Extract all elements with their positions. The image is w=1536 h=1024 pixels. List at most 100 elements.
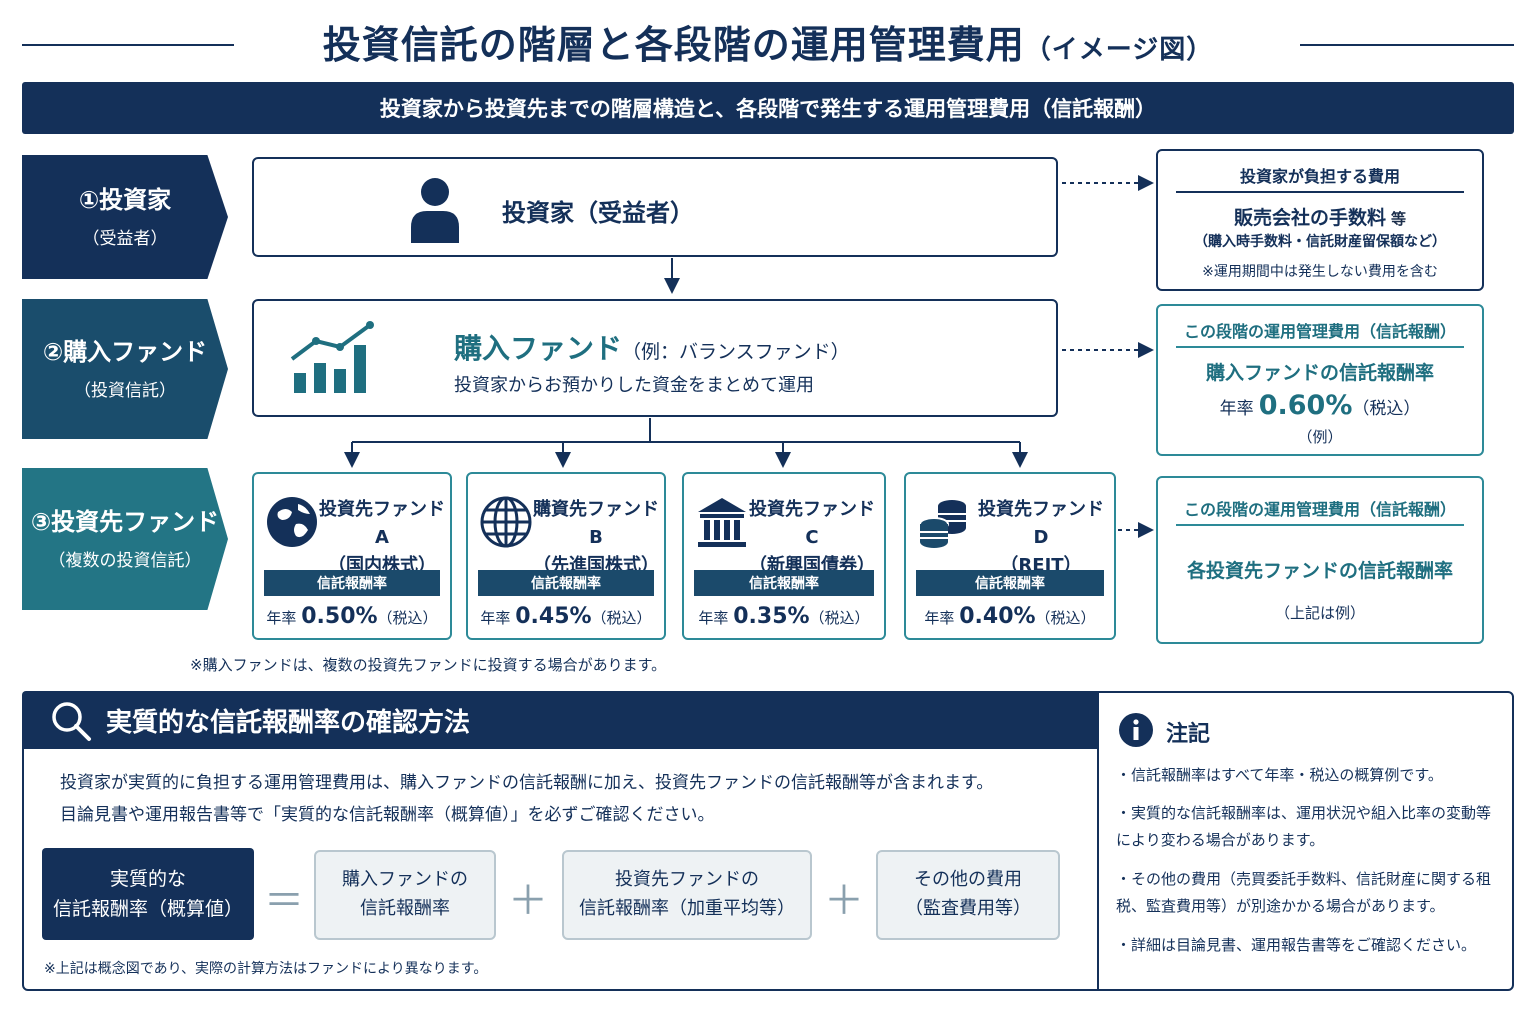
- investor-box: 投資家（受益者）: [252, 157, 1058, 257]
- sub-fund-d: 投資先ファンド D （REIT） 信託報酬率 年率 0.40%（税込）: [904, 472, 1116, 640]
- sub-fund-c: 投資先ファンド C （新興国債券） 信託報酬率 年率 0.35%（税込）: [682, 472, 886, 640]
- stage-investor-label: ①投資家 （受益者）: [22, 155, 228, 279]
- rate-prefix: 年率: [698, 609, 729, 627]
- globe-icon: [267, 497, 317, 547]
- formula-term-purchase-fund: 購入ファンドの 信託報酬率: [314, 850, 496, 940]
- cost-header: 投資家が負担する費用: [1176, 159, 1464, 193]
- cost-header: この段階の運用管理費用（信託報酬）: [1176, 492, 1464, 526]
- rate-suffix: （税込）: [809, 609, 870, 627]
- confirm-header: 実質的な信託報酬率の確認方法: [22, 691, 1098, 749]
- plus-sign: ＋: [824, 878, 864, 924]
- cost-header: この段階の運用管理費用（信託報酬）: [1176, 314, 1464, 348]
- connector-lines: [344, 175, 1154, 538]
- title-rule-right: [1300, 44, 1514, 46]
- subfund-cost-box: この段階の運用管理費用（信託報酬） 各投資先ファンドの信託報酬率 （上記は例）: [1156, 476, 1484, 644]
- rate-value: 0.40%: [959, 604, 1036, 629]
- magnifier-icon: [52, 702, 91, 741]
- sub-fund-name-block: 投資先ファンド C （新興国債券）: [744, 496, 880, 580]
- cost-note: （例）: [1297, 428, 1343, 446]
- rate-value: 0.35%: [733, 604, 810, 629]
- stage-label: ③投資先ファンド: [30, 507, 220, 536]
- person-icon: [411, 178, 459, 243]
- result-line-1: 実質的な: [109, 867, 186, 890]
- term-line-2: 信託報酬率: [360, 898, 450, 919]
- notes-title: 注記: [1166, 722, 1211, 747]
- fee-label-bar: 信託報酬率: [478, 570, 654, 596]
- rate-suffix: （税込）: [1035, 609, 1096, 627]
- investor-cost-box: 投資家が負担する費用 販売会社の手数料 等 （購入時手数料・信託財産留保額など）…: [1156, 149, 1484, 291]
- stage-fund-label: ②購入ファンド （投資信託）: [22, 299, 228, 439]
- title-sub: （イメージ図）: [1024, 35, 1214, 65]
- term-line-1: その他の費用: [914, 869, 1022, 891]
- stage-label: ②購入ファンド: [42, 337, 208, 366]
- sub-fund-a: 投資先ファンド A （国内株式） 信託報酬率 年率 0.50%（税込）: [252, 472, 452, 640]
- purchase-fund-box: 購入ファンド（例：バランスファンド） 投資家からお預かりした資金をまとめて運用: [252, 299, 1058, 417]
- cost-note: ※運用期間中は発生しない費用を含む: [1202, 264, 1438, 280]
- sub-fund-name: 投資先ファンド C: [749, 499, 875, 548]
- rate-suffix: （税込）: [377, 609, 438, 627]
- rate-value: 0.50%: [301, 604, 378, 629]
- rate-suffix: （税込）: [1352, 399, 1421, 419]
- confirm-text-1: 投資家が実質的に負担する運用管理費用は、購入ファンドの信託報酬に加え、投資先ファ…: [60, 773, 994, 793]
- note-item: ・信託報酬率はすべて年率・税込の概算例です。: [1116, 766, 1443, 784]
- info-icon: [1119, 713, 1153, 747]
- formula-term-subfund: 投資先ファンドの 信託報酬率（加重平均等）: [562, 850, 812, 940]
- sub-fund-name: 投資先ファンド A: [319, 499, 445, 548]
- title-rule-left: [22, 44, 234, 46]
- investor-label: 投資家（受益者）: [502, 199, 694, 227]
- section-divider: [1097, 691, 1099, 991]
- sub-fund-rate: 年率 0.45%（税込）: [468, 604, 664, 629]
- stage-sub: （受益者）: [82, 229, 168, 250]
- term-line-2: 信託報酬率（加重平均等）: [579, 898, 795, 919]
- fund-cost-box: この段階の運用管理費用（信託報酬） 購入ファンドの信託報酬率 年率 0.60%（…: [1156, 304, 1484, 456]
- cost-note: （上記は例）: [1274, 604, 1365, 622]
- fund-description: 投資家からお預かりした資金をまとめて運用: [454, 375, 814, 396]
- rate-prefix: 年率: [924, 609, 955, 627]
- confirm-title: 実質的な信託報酬率の確認方法: [106, 707, 471, 738]
- sub-fund-name-block: 投資先ファンド A （国内株式）: [318, 496, 446, 580]
- cost-main-suffix: 等: [1391, 210, 1407, 228]
- rate-prefix: 年率: [1219, 399, 1254, 419]
- sub-fund-b: 購資先ファンド B （先進国株式） 信託報酬率 年率 0.45%（税込）: [466, 472, 666, 640]
- sub-fund-name-block: 投資先ファンド D （REIT）: [972, 496, 1110, 580]
- rate-value: 0.45%: [515, 604, 592, 629]
- note-item: ・詳細は目論見書、運用報告書等をご確認ください。: [1116, 936, 1477, 954]
- rate-prefix: 年率: [480, 609, 511, 627]
- note-item: ・実質的な信託報酬率は、運用状況や組入比率の変動等により変わる場合があります。: [1116, 804, 1492, 849]
- sub-fund-name-block: 購資先ファンド B （先進国株式）: [532, 496, 660, 580]
- formula-term-other: その他の費用 （監査費用等）: [876, 850, 1060, 940]
- term-line-1: 購入ファンドの: [342, 869, 468, 891]
- sub-fund-rate: 年率 0.40%（税込）: [906, 604, 1114, 629]
- fee-label-bar: 信託報酬率: [264, 570, 440, 596]
- stage-subfund-label: ③投資先ファンド （複数の投資信託）: [22, 468, 228, 610]
- cost-rate: 年率 0.60%（税込）: [1158, 390, 1482, 421]
- cost-detail: （購入時手数料・信託財産留保額など）: [1194, 234, 1446, 250]
- formula-result-box: 実質的な 信託報酬率（概算値）: [42, 848, 254, 940]
- confirm-text-2: 目論見書や運用報告書等で「実質的な信託報酬率（概算値）」を必ずご確認ください。: [60, 805, 715, 825]
- rate-prefix: 年率: [266, 609, 297, 627]
- term-line-2: （監査費用等）: [905, 898, 1031, 919]
- fee-label-bar: 信託報酬率: [694, 570, 874, 596]
- world-grid-icon: [480, 496, 532, 548]
- sub-fund-rate: 年率 0.50%（税込）: [254, 604, 450, 629]
- cost-main: 購入ファンドの信託報酬率: [1205, 362, 1434, 384]
- bar-chart-icon: [290, 321, 374, 393]
- cost-main: 販売会社の手数料: [1233, 207, 1386, 229]
- coins-icon: [919, 500, 966, 548]
- sub-fund-name: 投資先ファンド D: [978, 499, 1104, 548]
- result-line-2: 信託報酬率（概算値）: [52, 898, 243, 920]
- fund-title: 購入ファンド: [454, 332, 623, 365]
- equals-sign: ＝: [264, 878, 304, 924]
- title-main: 投資信託の階層と各段階の運用管理費用: [322, 23, 1025, 67]
- note-item: ・その他の費用（売買委託手数料、信託財産に関する租税、監査費用等）が別途かかる場…: [1116, 870, 1492, 915]
- confirm-footnote: ※上記は概念図であり、実際の計算方法はファンドにより異なります。: [44, 961, 488, 977]
- sub-fund-name: 購資先ファンド B: [533, 499, 659, 548]
- rate-value: 0.60%: [1258, 390, 1353, 421]
- rate-suffix: （税込）: [591, 609, 652, 627]
- stage-sub: （投資信託）: [74, 381, 176, 402]
- cost-main-line: 販売会社の手数料 等: [1158, 203, 1482, 230]
- bank-icon: [698, 498, 746, 547]
- sub-fund-rate: 年率 0.35%（税込）: [684, 604, 884, 629]
- fee-label-bar: 信託報酬率: [916, 570, 1104, 596]
- stage-sub: （複数の投資信託）: [48, 551, 202, 572]
